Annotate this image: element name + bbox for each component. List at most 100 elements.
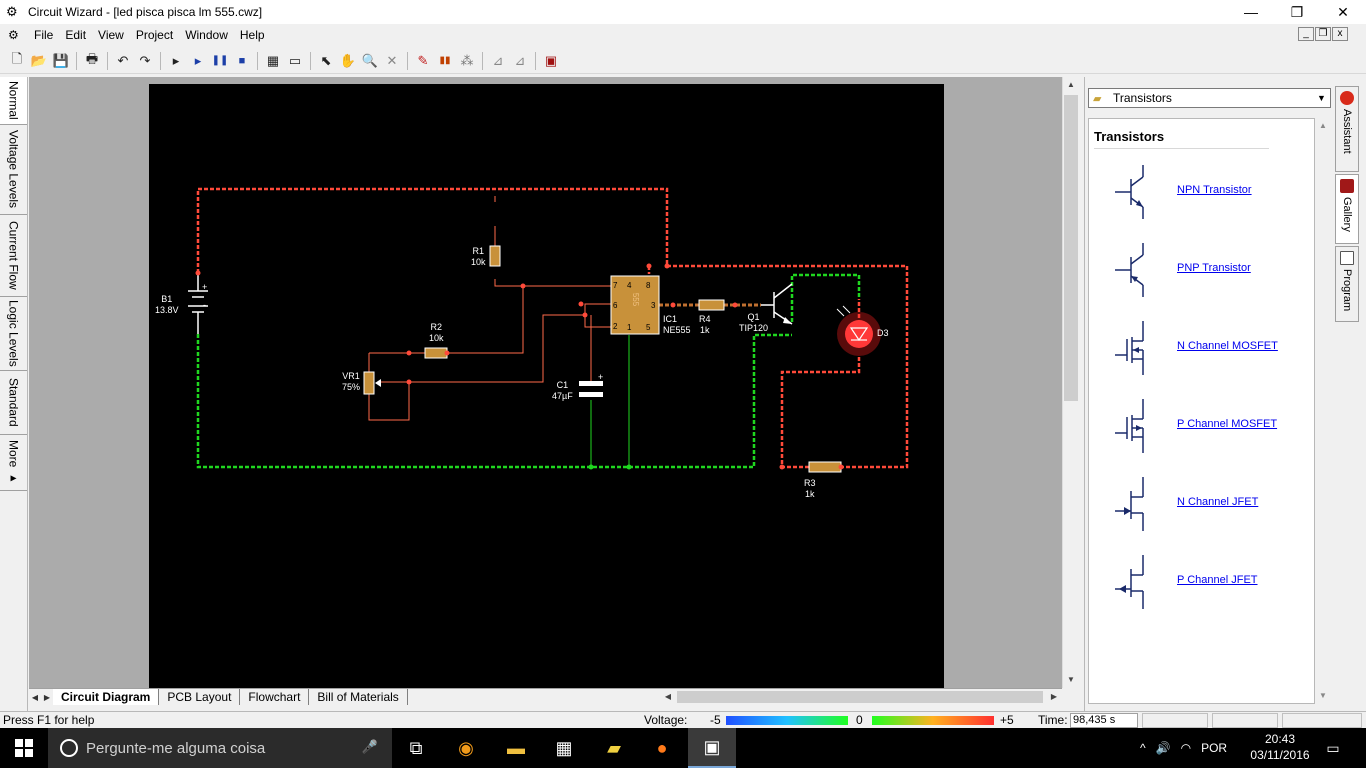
file-explorer-icon[interactable]: ▬ bbox=[507, 737, 525, 758]
align-icon[interactable]: ⊿ bbox=[492, 52, 504, 68]
gallery-item-n-mosfet[interactable]: N Channel MOSFET bbox=[1109, 315, 1309, 381]
view-tab-more[interactable]: More ▸ bbox=[0, 435, 27, 491]
open-folder-icon[interactable]: 📂 bbox=[30, 52, 48, 68]
cortana-search-box[interactable]: Pergunte-me alguma coisa 🎤 bbox=[48, 728, 392, 768]
menu-help[interactable]: Help bbox=[239, 28, 265, 42]
pan-hand-icon[interactable]: ✋ bbox=[339, 52, 357, 68]
pause-icon[interactable]: ❚❚ bbox=[211, 55, 229, 66]
wire-ground-thin[interactable] bbox=[590, 335, 630, 467]
notifications-icon[interactable]: ▭ bbox=[1326, 739, 1340, 756]
scroll-left-icon[interactable]: ◀ bbox=[664, 692, 672, 701]
gallery-item-npn[interactable]: NPN Transistor bbox=[1109, 159, 1309, 225]
npn-transistor-link[interactable]: NPN Transistor bbox=[1177, 184, 1252, 196]
wifi-icon[interactable]: ◠ bbox=[1180, 741, 1192, 755]
zoom-icon[interactable]: 🔍 bbox=[361, 52, 379, 68]
tab-pcb-layout[interactable]: PCB Layout bbox=[159, 689, 241, 705]
wire-vr1[interactable] bbox=[368, 352, 410, 421]
minimize-button[interactable]: — bbox=[1244, 4, 1258, 20]
scroll-up-icon[interactable]: ▲ bbox=[1067, 80, 1075, 89]
wire-pin2[interactable] bbox=[381, 314, 611, 383]
scroll-down-icon[interactable]: ▼ bbox=[1067, 675, 1075, 684]
menu-view[interactable]: View bbox=[98, 28, 124, 42]
wire-positive-right[interactable] bbox=[667, 264, 909, 469]
redo-icon[interactable]: ↷ bbox=[139, 52, 151, 68]
capacitor-c1[interactable] bbox=[579, 381, 603, 397]
stop-icon[interactable]: ■ bbox=[238, 54, 246, 67]
tab-circuit-diagram[interactable]: Circuit Diagram bbox=[53, 689, 160, 705]
p-jfet-link[interactable]: P Channel JFET bbox=[1177, 574, 1258, 586]
gallery-item-pnp[interactable]: PNP Transistor bbox=[1109, 237, 1309, 303]
potentiometer-vr1[interactable] bbox=[363, 371, 375, 395]
panel-scrollbar[interactable] bbox=[1359, 77, 1366, 711]
wire-pin6[interactable] bbox=[584, 303, 611, 315]
led-d3[interactable] bbox=[836, 305, 881, 356]
firefox-icon[interactable]: ● bbox=[656, 737, 668, 758]
gallery-category-select[interactable]: ▰ Transistors ▼ bbox=[1088, 88, 1331, 108]
tab-flowchart[interactable]: Flowchart bbox=[240, 689, 310, 705]
scroll-down-icon[interactable]: ▼ bbox=[1319, 691, 1327, 700]
task-view-icon[interactable]: ⧉ bbox=[409, 737, 423, 758]
pnp-transistor-link[interactable]: PNP Transistor bbox=[1177, 262, 1251, 274]
undo-icon[interactable]: ↶ bbox=[117, 52, 129, 68]
view-tab-logic-levels[interactable]: Logic Levels bbox=[0, 297, 27, 371]
start-button[interactable] bbox=[0, 728, 48, 768]
probe-icon[interactable]: ✎ bbox=[417, 52, 429, 68]
view-tab-standard[interactable]: Standard bbox=[0, 371, 27, 435]
resistor-r3[interactable] bbox=[808, 461, 842, 473]
view-tab-current-flow[interactable]: Current Flow bbox=[0, 215, 27, 297]
view-tab-voltage-levels[interactable]: Voltage Levels bbox=[0, 125, 27, 215]
tab-bill-of-materials[interactable]: Bill of Materials bbox=[309, 689, 408, 705]
print-icon[interactable]: 🖶 bbox=[85, 50, 99, 66]
gallery-item-n-jfet[interactable]: N Channel JFET bbox=[1109, 471, 1309, 537]
menu-edit[interactable]: Edit bbox=[65, 28, 87, 42]
canvas-horizontal-scrollbar[interactable]: ◀ ▶ bbox=[660, 688, 1062, 705]
wire-positive-top[interactable] bbox=[196, 187, 669, 273]
sticky-notes-icon[interactable]: ▰ bbox=[607, 737, 621, 758]
p-mosfet-link[interactable]: P Channel MOSFET bbox=[1177, 418, 1278, 430]
side-tab-assistant[interactable]: Assistant bbox=[1335, 86, 1359, 172]
side-tab-gallery[interactable]: Gallery bbox=[1335, 174, 1359, 244]
close-button[interactable]: ✕ bbox=[1337, 3, 1349, 20]
wire-collector-led[interactable] bbox=[790, 273, 861, 322]
wire-ground[interactable] bbox=[196, 333, 792, 469]
menu-project[interactable]: Project bbox=[135, 28, 174, 42]
wire-r2[interactable] bbox=[409, 286, 524, 354]
save-icon[interactable]: 💾 bbox=[52, 52, 70, 68]
language-indicator[interactable]: POR bbox=[1201, 741, 1228, 755]
cursor-icon[interactable]: ⁂ bbox=[460, 52, 474, 68]
mdi-close-button[interactable]: x bbox=[1332, 27, 1348, 41]
wire-r1[interactable] bbox=[494, 196, 611, 287]
new-file-icon[interactable]: 🗋 bbox=[11, 50, 23, 66]
step-icon[interactable]: ▸ bbox=[172, 52, 180, 68]
play-icon[interactable]: ▸ bbox=[194, 52, 202, 68]
resistor-r1[interactable] bbox=[489, 245, 501, 267]
align-2-icon[interactable]: ⊿ bbox=[514, 52, 526, 68]
n-mosfet-link[interactable]: N Channel MOSFET bbox=[1177, 340, 1278, 352]
view-tab-normal[interactable]: Normal bbox=[0, 77, 27, 125]
battery-b1[interactable] bbox=[188, 273, 208, 334]
ic-ne555[interactable] bbox=[610, 275, 660, 335]
gallery-item-p-jfet[interactable]: P Channel JFET bbox=[1109, 549, 1309, 615]
volume-icon[interactable]: 🔊 bbox=[1155, 741, 1171, 755]
maximize-button[interactable]: ❐ bbox=[1290, 3, 1304, 20]
gallery-scrollbar[interactable]: ▲ ▼ bbox=[1315, 118, 1331, 704]
resistor-r2[interactable] bbox=[424, 347, 448, 359]
mdi-minimize-button[interactable]: _ bbox=[1298, 27, 1314, 41]
microphone-icon[interactable]: 🎤 bbox=[361, 739, 378, 754]
delete-icon[interactable]: ✕ bbox=[386, 52, 398, 68]
wire-led-return[interactable] bbox=[780, 356, 861, 469]
tray-chevron-up-icon[interactable]: ^ bbox=[1140, 741, 1146, 755]
gallery-item-p-mosfet[interactable]: P Channel MOSFET bbox=[1109, 393, 1309, 459]
scroll-right-icon[interactable]: ▶ bbox=[1050, 692, 1058, 701]
display-icon[interactable]: ▭ bbox=[288, 52, 302, 68]
document-icon[interactable]: ⚙ bbox=[8, 28, 19, 42]
scroll-thumb[interactable] bbox=[1064, 95, 1078, 401]
chip-icon[interactable]: ▦ bbox=[266, 52, 280, 68]
store-icon[interactable]: ▦ bbox=[555, 737, 573, 758]
menu-file[interactable]: File bbox=[34, 28, 54, 42]
scroll-up-icon[interactable]: ▲ bbox=[1319, 121, 1327, 130]
taskbar-clock[interactable]: 20:43 03/11/2016 bbox=[1250, 731, 1310, 763]
mdi-restore-button[interactable]: ❐ bbox=[1315, 27, 1331, 41]
